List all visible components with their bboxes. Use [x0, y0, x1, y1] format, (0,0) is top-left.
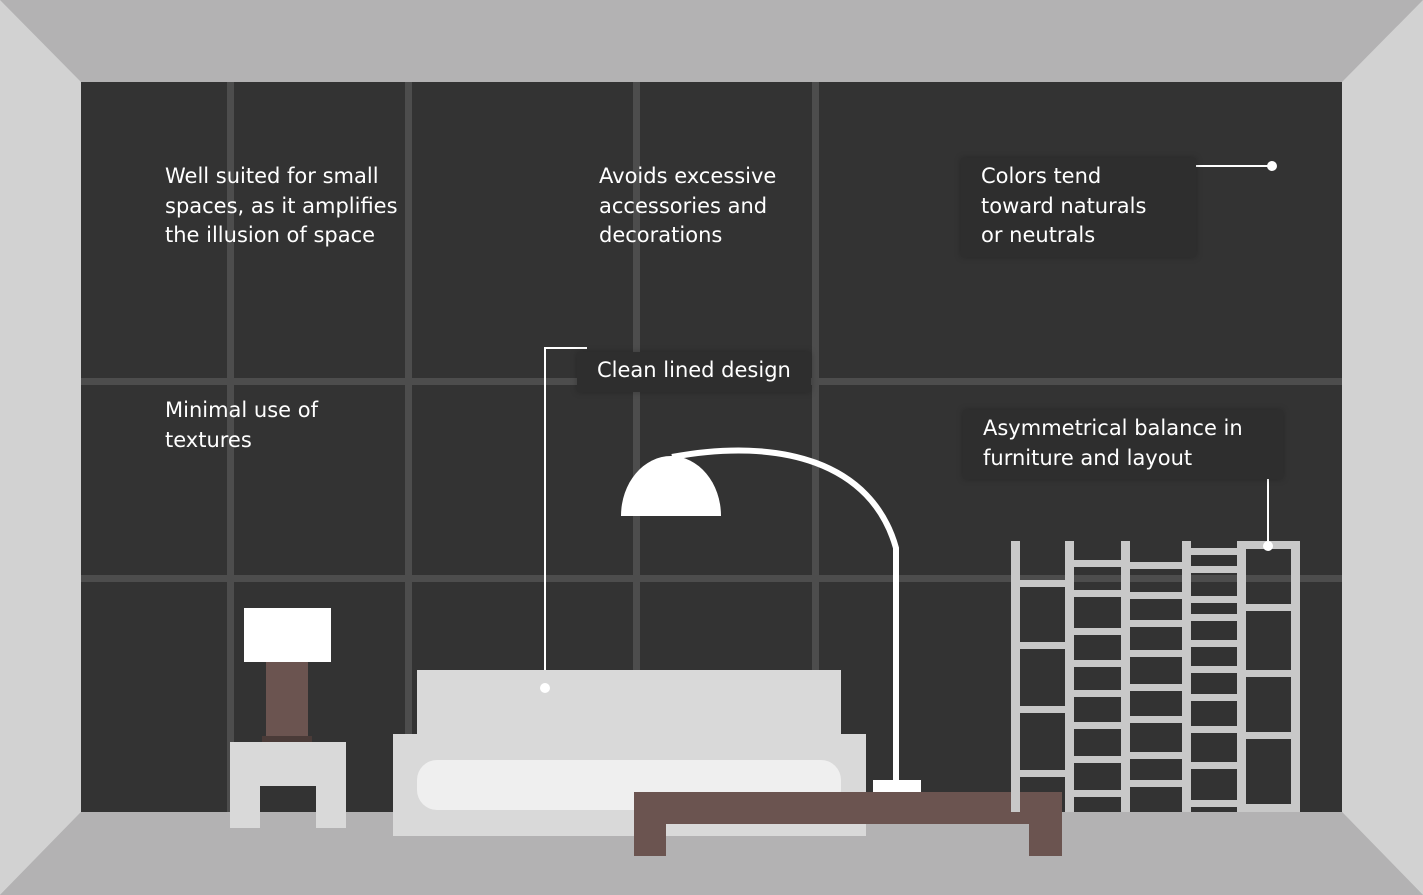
side-table [230, 742, 346, 828]
bookshelf-post-6 [1291, 541, 1300, 812]
right-wall [1342, 0, 1423, 895]
label-clean-lined: Clean lined design [577, 352, 811, 392]
floor [0, 812, 1423, 895]
ceiling [0, 0, 1423, 82]
shelf-board [1074, 756, 1121, 763]
coffee-table [634, 792, 1062, 856]
shelf-board [1020, 580, 1065, 587]
shelf-board [1191, 566, 1237, 573]
mullion-horizontal-2 [81, 575, 1342, 582]
shelf-board [1130, 752, 1182, 759]
table-lamp-shade [244, 608, 331, 662]
side-table-leg-left [230, 786, 260, 828]
shelf-board [1191, 666, 1237, 673]
side-table-leg-right [316, 786, 346, 828]
mullion-vertical-4 [812, 82, 819, 812]
table-lamp-foot [262, 736, 312, 742]
shelf-board [1020, 770, 1065, 777]
clean-lined-connector [544, 347, 587, 688]
shelf-board [1074, 690, 1121, 697]
shelf-board [1130, 592, 1182, 599]
label-colors: Colors tend toward naturals or neutrals [961, 158, 1196, 257]
shelf-board [1130, 716, 1182, 723]
shelf-board [1191, 800, 1237, 807]
clean-lined-connector-dot [540, 683, 550, 693]
arc-lamp-arm [671, 447, 899, 782]
shelf-board [1246, 732, 1291, 739]
bookshelf-bottom-right [1237, 804, 1300, 812]
shelf-board [1130, 620, 1182, 627]
bookshelf-post-2 [1065, 541, 1074, 812]
bookshelf-post-4 [1182, 541, 1191, 812]
shelf-board [1020, 642, 1065, 649]
mullion-vertical-2 [405, 82, 412, 812]
shelf-board [1074, 590, 1121, 597]
shelf-board [1191, 596, 1237, 603]
table-lamp [244, 608, 331, 742]
shelf-board [1130, 650, 1182, 657]
left-wall [0, 0, 81, 895]
shelf-board [1191, 614, 1237, 621]
arc-floor-lamp [621, 447, 921, 792]
shelf-board [1074, 660, 1121, 667]
side-table-top [230, 742, 346, 786]
coffee-table-top [634, 792, 1062, 824]
shelf-board [1074, 790, 1121, 797]
shelf-board [1074, 722, 1121, 729]
shelf-board [1246, 670, 1291, 677]
sofa-back [417, 670, 841, 740]
shelf-board [1074, 628, 1121, 635]
table-lamp-base [266, 660, 308, 740]
asymmetrical-connector-dot [1263, 541, 1273, 551]
bookshelf-post-3 [1121, 541, 1130, 812]
shelf-board [1130, 562, 1182, 569]
shelf-board [1191, 694, 1237, 701]
arc-lamp-shade [621, 456, 721, 516]
label-small-spaces: Well suited for small spaces, as it ampl… [165, 164, 398, 247]
coffee-table-leg-left [634, 792, 666, 856]
shelf-board [1191, 640, 1237, 647]
mullion-vertical-3 [633, 82, 640, 812]
shelf-board [1191, 548, 1237, 555]
colors-connector-dot [1267, 161, 1277, 171]
bookshelf-post-5 [1237, 541, 1246, 812]
label-textures: Minimal use of textures [165, 398, 319, 452]
label-accessories: Avoids excessive accessories and decorat… [599, 164, 777, 247]
shelf-board [1130, 684, 1182, 691]
shelf-board [1191, 726, 1237, 733]
shelf-board [1191, 762, 1237, 769]
coffee-table-leg-right [1029, 792, 1062, 856]
shelf-board [1074, 560, 1121, 567]
shelf-board [1020, 706, 1065, 713]
bookshelf-post-1 [1011, 541, 1020, 812]
bookshelf [1011, 541, 1300, 812]
arc-lamp-base [873, 780, 921, 792]
shelf-board [1130, 780, 1182, 787]
mullion-vertical-1 [227, 82, 234, 812]
shelf-board [1246, 604, 1291, 611]
label-asymmetrical: Asymmetrical balance in furniture and la… [963, 410, 1283, 479]
